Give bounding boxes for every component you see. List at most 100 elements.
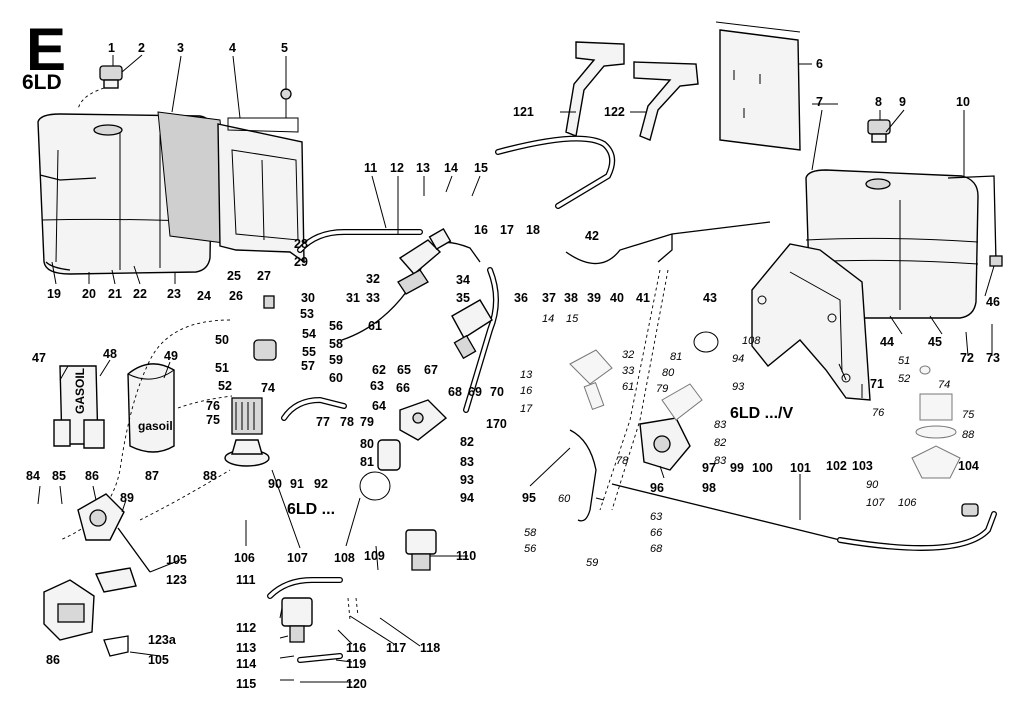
rod-105 <box>117 527 151 573</box>
callout-24: 24 <box>197 289 211 303</box>
callout-91: 91 <box>290 477 304 491</box>
callout-108: 108 <box>334 551 355 565</box>
callout-80: 80 <box>360 437 374 451</box>
callout-i16: 16 <box>520 385 533 397</box>
callout-i66: 66 <box>650 527 663 539</box>
callout-i17: 17 <box>520 403 533 415</box>
callout-9: 9 <box>899 95 906 109</box>
callout-8: 8 <box>875 95 882 109</box>
callout-86-bottom: 86 <box>46 653 60 667</box>
callout-i56: 56 <box>524 543 537 555</box>
callout-82: 82 <box>460 435 474 449</box>
callout-i13: 13 <box>520 369 533 381</box>
callout-72: 72 <box>960 351 974 365</box>
callout-119: 119 <box>346 657 366 671</box>
callout-i94: 94 <box>732 353 744 365</box>
solenoid-113 <box>281 597 313 643</box>
callout-37: 37 <box>542 291 556 305</box>
callout-104: 104 <box>958 459 979 473</box>
banjo-50 <box>253 339 277 361</box>
bracket-71 <box>751 243 871 401</box>
callout-42: 42 <box>585 229 599 243</box>
callout-69: 69 <box>468 385 482 399</box>
injector-ghost <box>569 349 703 421</box>
callout-65: 65 <box>397 363 411 377</box>
callout-i15: 15 <box>566 313 579 325</box>
callout-103: 103 <box>852 459 873 473</box>
callout-52: 52 <box>218 379 232 393</box>
callout-84: 84 <box>26 469 40 483</box>
callout-56: 56 <box>329 319 343 333</box>
callout-32: 32 <box>366 272 380 286</box>
callout-107: 107 <box>287 551 308 565</box>
filter-element-76 <box>231 397 263 435</box>
callout-5: 5 <box>281 41 288 55</box>
callout-64: 64 <box>372 399 386 413</box>
callout-2: 2 <box>138 41 145 55</box>
callout-105: 105 <box>166 553 187 567</box>
pipe-95 <box>569 429 597 522</box>
callout-68: 68 <box>448 385 462 399</box>
pump-96 <box>639 417 691 471</box>
gasoil-housing-label: GASOIL <box>73 368 87 414</box>
variant-label-right: 6LD .../V <box>730 405 793 422</box>
callout-96: 96 <box>650 481 664 495</box>
callout-i90: 90 <box>866 479 879 491</box>
bracket-6 <box>715 21 801 151</box>
callout-40: 40 <box>610 291 624 305</box>
callout-57: 57 <box>301 359 315 373</box>
callout-34: 34 <box>456 273 470 287</box>
callout-35: 35 <box>456 291 470 305</box>
callout-77: 77 <box>316 415 330 429</box>
callout-i33: 33 <box>622 365 635 377</box>
callout-i93: 93 <box>732 381 745 393</box>
callout-21: 21 <box>108 287 122 301</box>
hose-111 <box>267 577 343 599</box>
callout-59: 59 <box>329 353 343 367</box>
callout-85: 85 <box>52 469 66 483</box>
bolt-53 <box>263 295 275 309</box>
callout-97: 97 <box>702 461 716 475</box>
clip-123a <box>103 635 129 657</box>
filter-right-ghost <box>911 365 961 479</box>
callout-170: 170 <box>486 417 507 431</box>
callout-i80: 80 <box>662 367 675 379</box>
callout-i83b: 83 <box>714 455 727 467</box>
callout-53: 53 <box>300 307 314 321</box>
callout-66: 66 <box>396 381 410 395</box>
callout-94: 94 <box>460 491 474 505</box>
callout-61: 61 <box>368 319 382 333</box>
callout-10: 10 <box>956 95 970 109</box>
variant-label-left: 6LD ... <box>287 501 335 518</box>
callout-76: 76 <box>206 399 220 413</box>
callout-113: 113 <box>236 641 256 655</box>
callout-74: 74 <box>261 381 275 395</box>
cap-104 <box>961 503 979 517</box>
callout-12: 12 <box>390 161 404 175</box>
injection-pump-32 <box>397 227 452 295</box>
callout-81: 81 <box>360 455 374 469</box>
callout-27: 27 <box>257 269 271 283</box>
callout-26: 26 <box>229 289 243 303</box>
callout-22: 22 <box>133 287 147 301</box>
callout-47: 47 <box>32 351 46 365</box>
leader-lines <box>37 54 995 683</box>
callout-i59: 59 <box>586 557 598 569</box>
callout-49: 49 <box>164 349 178 363</box>
callout-101: 101 <box>790 461 811 475</box>
gasoil-cup-label: gasoil <box>138 419 173 433</box>
callout-labels: 1 2 3 4 5 6 7 8 9 10 11 12 13 14 15 16 1… <box>26 41 1000 691</box>
callout-28: 28 <box>294 237 308 251</box>
callout-111: 111 <box>236 573 256 587</box>
callout-43: 43 <box>703 291 717 305</box>
callout-110: 110 <box>456 549 476 563</box>
callout-4: 4 <box>229 41 236 55</box>
callout-20: 20 <box>82 287 96 301</box>
callout-i32: 32 <box>622 349 634 361</box>
callout-17: 17 <box>500 223 514 237</box>
pipe-39 <box>565 221 771 265</box>
tank-cradle-left <box>217 117 305 264</box>
callout-3: 3 <box>177 41 184 55</box>
callout-7: 7 <box>816 95 823 109</box>
